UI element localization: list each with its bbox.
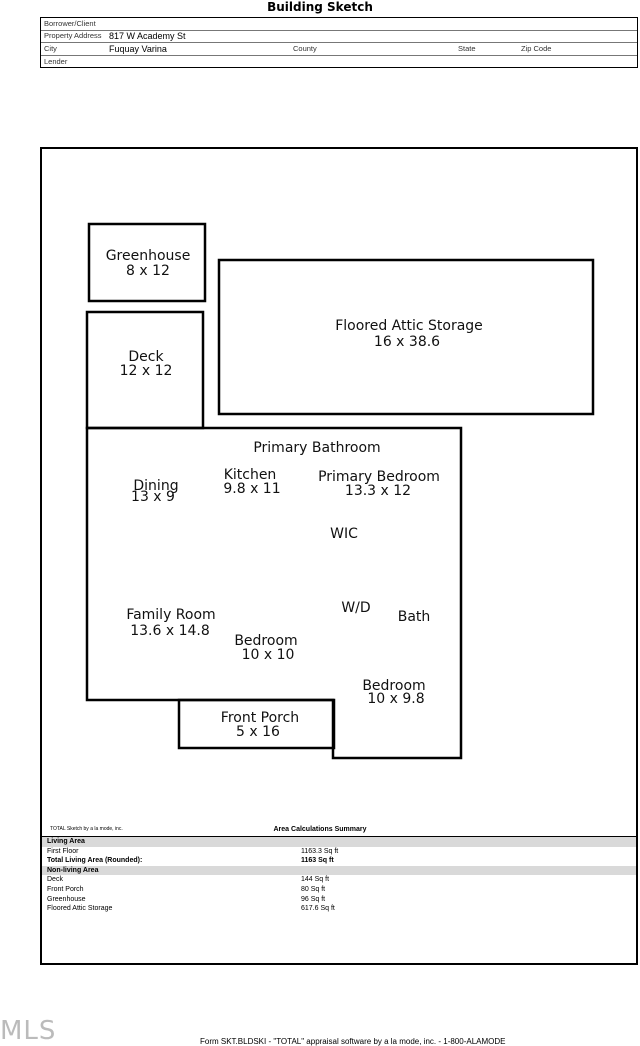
family-room-label: Family Room [126,607,215,623]
greenhouse-name: Greenhouse [47,895,86,903]
total-living-name: Total Living Area (Rounded): [47,857,143,865]
state-label: State [458,44,476,53]
county-label: County [293,44,317,53]
attic-label: Floored Attic Storage [335,318,483,334]
bedroom-2-dims: 10 x 9.8 [367,691,424,707]
summary-row: Deck 144 Sq ft [42,875,636,885]
lender-row: Lender [41,56,637,68]
family-room-dims: 13.6 x 14.8 [130,623,210,639]
living-area-header: Living Area [42,837,636,847]
dining-label: Dining [133,478,178,494]
summary-row: Floored Attic Storage 617.6 Sq ft [42,904,636,914]
living-area-header-text: Living Area [47,838,85,845]
first-floor-area: 1163.3 Sq ft [301,847,339,855]
front-porch-label: Front Porch [221,710,299,726]
kitchen-label: Kitchen [224,467,277,483]
deck-label: Deck [128,349,164,365]
front-porch-dims: 5 x 16 [236,724,280,740]
wic-label: WIC [330,526,358,542]
front-porch-outline [177,698,336,750]
city-value: Fuquay Varina [109,44,167,54]
summary-row: Total Living Area (Rounded): 1163 Sq ft [42,856,636,866]
wd-label: W/D [341,600,370,616]
front-porch-name: Front Porch [47,885,84,893]
page-title: Building Sketch [267,0,373,14]
city-row: City Fuquay Varina County State Zip Code [41,43,637,56]
bedroom-dims: 10 x 10 [242,647,295,663]
greenhouse-label: Greenhouse [106,248,191,264]
form-footer: Form SKT.BLDSKI - "TOTAL" appraisal soft… [200,1037,506,1046]
greenhouse-dims: 8 x 12 [126,263,170,279]
dining-dims: 13 x 9 [131,489,175,505]
area-summary-table: Living Area First Floor 1163.3 Sq ft Tot… [42,836,636,914]
summary-title: Area Calculations Summary [273,826,367,833]
deck-name: Deck [47,876,63,884]
primary-bathroom-label: Primary Bathroom [253,440,380,456]
greenhouse-outline [87,222,207,303]
address-label: Property Address [44,31,102,40]
nonliving-area-header-text: Non-living Area [47,866,99,874]
nonliving-area-header: Non-living Area [42,865,636,876]
summary-row: First Floor 1163.3 Sq ft [42,847,636,857]
borrower-row: Borrower/Client [41,18,637,31]
mls-watermark: MLS [0,1016,57,1046]
city-label: City [44,44,57,53]
sketch-frame [40,147,638,965]
primary-bedroom-label: Primary Bedroom [318,469,440,485]
lender-label: Lender [44,57,68,66]
bath-label: Bath [398,609,431,625]
summary-row: Greenhouse 96 Sq ft [42,895,636,905]
greenhouse-area: 96 Sq ft [301,895,326,903]
kitchen-dims: 9.8 x 11 [223,481,280,497]
borrower-label: Borrower/Client [44,19,96,28]
primary-bedroom-dims: 13.3 x 12 [345,483,411,499]
bedroom-label: Bedroom [234,633,297,649]
address-value: 817 W Academy St [109,31,186,41]
address-row: Property Address 817 W Academy St [41,30,637,43]
attic-outline [217,258,595,416]
bedroom-2-label: Bedroom [362,678,425,694]
total-living-area: 1163 Sq ft [301,857,334,865]
zip-label: Zip Code [521,44,552,53]
summary-row: Front Porch 80 Sq ft [42,885,636,895]
deck-dims: 12 x 12 [120,363,173,379]
attic-name: Floored Attic Storage [47,905,113,913]
sketch-credit: TOTAL Sketch by a la mode, inc. [50,826,123,832]
main-house-outline [85,426,463,760]
front-porch-area: 80 Sq ft [301,885,326,893]
first-floor-name: First Floor [47,847,79,855]
deck-area: 144 Sq ft [301,876,330,884]
attic-area: 617.6 Sq ft [301,905,335,913]
attic-dims: 16 x 38.6 [374,334,440,350]
header-table: Borrower/Client Property Address 817 W A… [40,17,638,68]
